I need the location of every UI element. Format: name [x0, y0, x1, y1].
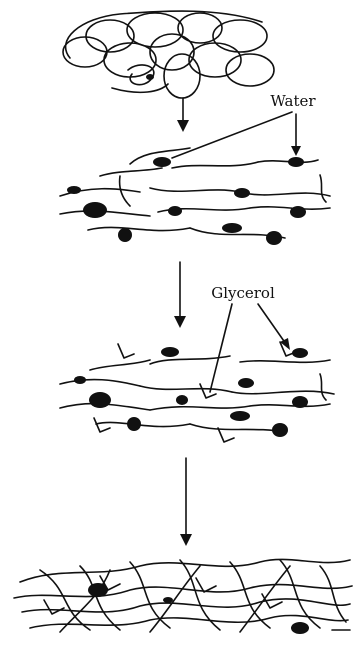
glycerol-label: Glycerol	[211, 284, 275, 302]
water-label: Water	[270, 92, 316, 110]
entangled-network	[14, 559, 352, 634]
water-plasticized	[60, 148, 330, 245]
arrow-down-icon	[180, 458, 192, 546]
glycerol-plasticized	[60, 342, 334, 442]
granule-cluster	[63, 11, 274, 98]
water-pointers	[172, 112, 301, 158]
arrow-down-icon	[174, 262, 186, 328]
arrow-down-icon	[177, 98, 189, 132]
